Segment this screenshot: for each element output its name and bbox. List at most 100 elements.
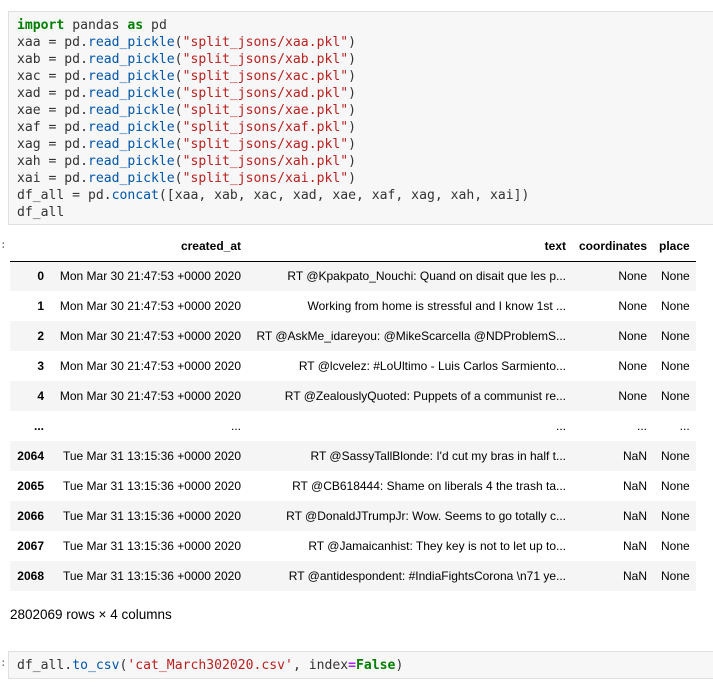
cell-coordinates: None [618, 269, 647, 284]
cell-coordinates: None [618, 359, 647, 373]
cell-created-at: Tue Mar 31 13:15:36 +0000 2020 [62, 509, 241, 523]
column-header-place: place [653, 232, 696, 262]
cell-text: RT @AskMe_idareyou: @MikeScarcella @NDPr… [256, 329, 566, 343]
code-token: read_pickle [87, 35, 175, 50]
code-token: xaa = pd. [17, 35, 88, 50]
table-row: 2066 Tue Mar 31 13:15:36 +0000 2020 RT @Do… [10, 501, 696, 531]
cell-coordinates: NaN [622, 449, 647, 463]
cell-text: RT @Jamaicanhist: They key is not to let… [308, 539, 566, 553]
code-token: ) [348, 86, 356, 101]
code-cell-read-pickles[interactable]: import pandas as pd xaa = pd.read_pickle… [8, 11, 713, 225]
code-token: "split_jsons/xah.pkl" [182, 154, 349, 169]
cell-place: None [661, 329, 690, 343]
table-row: 0 Mon Mar 30 21:47:53 +0000 2020 RT @Kpakp… [10, 261, 696, 291]
cell-text: RT @Kpakpato_Nouchi: Quand on disait que… [287, 269, 566, 284]
code-token: read_pickle [87, 171, 175, 186]
row-index: 2064 [17, 449, 44, 463]
cell-text: RT @lcvelez: #LoUltimo - Luis Carlos Sar… [298, 359, 566, 373]
row-index: 3 [37, 359, 44, 373]
cell-place: None [661, 299, 690, 313]
code-token: 'cat_March302020.csv' [127, 658, 293, 673]
code-token: ( [174, 69, 183, 84]
cell-created-at: Mon Mar 30 21:47:53 +0000 2020 [59, 389, 241, 403]
code-token: xab = pd. [17, 52, 88, 67]
cell-place: None [661, 389, 690, 403]
code-token: read_pickle [87, 120, 175, 135]
code-token: ([xaa, xab, xac, xad, xae, xaf, xag, xah… [158, 188, 530, 203]
cell-place: None [661, 539, 690, 553]
code-token: ( [174, 137, 183, 152]
code-editor[interactable]: df_all.to_csv('cat_March302020.csv', ind… [9, 652, 713, 674]
code-token: xae = pd. [17, 103, 88, 118]
code-token: read_pickle [87, 154, 175, 169]
row-index: ... [33, 419, 44, 433]
row-index: 2068 [17, 569, 44, 583]
code-token: ) [348, 120, 356, 135]
code-token: import [17, 18, 65, 33]
code-editor[interactable]: import pandas as pd xaa = pd.read_pickle… [9, 12, 713, 221]
code-token: ( [174, 86, 183, 101]
code-token: "split_jsons/xab.pkl" [182, 52, 349, 67]
code-token: "split_jsons/xae.pkl" [182, 103, 349, 118]
cell-coordinates: ... [636, 419, 647, 433]
column-header-coordinates: coordinates [572, 232, 653, 262]
cell-created-at: Mon Mar 30 21:47:53 +0000 2020 [59, 269, 241, 284]
cell-place: ... [679, 419, 690, 433]
column-header-index [10, 232, 50, 262]
code-token: df_all. [17, 658, 73, 673]
row-index: 1 [37, 299, 44, 313]
code-token: xag = pd. [17, 137, 88, 152]
code-token: ( [174, 154, 183, 169]
cell-created-at: Tue Mar 31 13:15:36 +0000 2020 [62, 539, 241, 553]
code-token: ( [174, 120, 183, 135]
code-token: read_pickle [87, 137, 175, 152]
row-index: 2065 [17, 479, 44, 493]
cell-place: None [661, 449, 690, 463]
cell-created-at: Tue Mar 31 13:15:36 +0000 2020 [62, 449, 241, 463]
table-row: ............... [10, 411, 696, 441]
table-header-row: created_at text coordinates place [10, 232, 696, 262]
row-index: 2066 [17, 509, 44, 523]
column-header-created-at: created_at [50, 232, 247, 262]
cell-text: RT @DonaldJTrumpJr: Wow. Seems to go tot… [286, 509, 566, 523]
cell-created-at: Tue Mar 31 13:15:36 +0000 2020 [62, 569, 241, 583]
code-token: , index [292, 658, 349, 673]
code-token: ) [348, 69, 356, 84]
row-index: 0 [37, 269, 44, 284]
code-token: df_all [17, 205, 65, 220]
code-token: "split_jsons/xai.pkl" [182, 171, 349, 186]
code-token: read_pickle [87, 86, 175, 101]
cell-coordinates: NaN [622, 539, 647, 553]
table-row: 2068 Tue Mar 31 13:15:36 +0000 2020 RT @an… [10, 561, 696, 591]
cell-created-at: Tue Mar 31 13:15:36 +0000 2020 [62, 479, 241, 493]
code-cell-to-csv[interactable]: df_all.to_csv('cat_March302020.csv', ind… [8, 651, 713, 679]
code-token: as [127, 18, 144, 33]
code-token: ) [395, 658, 404, 673]
cell-coordinates: NaN [622, 509, 647, 523]
code-token: xai = pd. [17, 171, 88, 186]
code-token: xad = pd. [17, 86, 88, 101]
cell-place: None [661, 359, 690, 373]
cell-text: RT @CB618444: Shame on liberals 4 the tr… [292, 479, 566, 493]
cell-coordinates: None [618, 389, 647, 403]
cell-place: None [661, 569, 690, 583]
code-token: = [348, 658, 357, 673]
dataframe-shape-summary: 2802069 rows × 4 columns [10, 607, 172, 622]
cell-coordinates: None [618, 299, 647, 313]
cell-text: ... [555, 419, 566, 433]
code-token: "split_jsons/xaa.pkl" [182, 35, 349, 50]
code-token: ) [348, 171, 356, 186]
code-token: pd [143, 18, 167, 33]
cell-coordinates: NaN [622, 569, 647, 583]
cell-place: None [661, 479, 690, 493]
cell-text: RT @antidespondent: #IndiaFightsCorona \… [288, 569, 566, 583]
cell-place: None [661, 509, 690, 523]
row-index: 4 [37, 389, 44, 403]
